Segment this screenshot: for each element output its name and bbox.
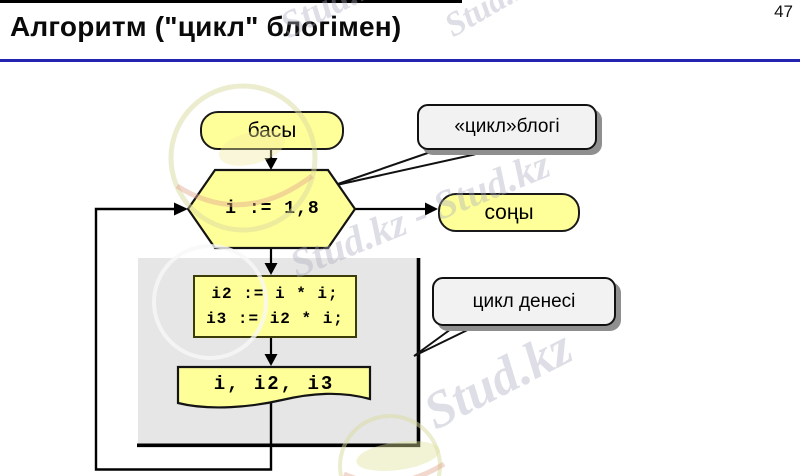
arrowhead-into-loop-left <box>174 202 188 216</box>
page-title: Алгоритм ("цикл" блогімен) <box>10 11 402 42</box>
start-label: басы <box>247 118 297 142</box>
start-terminator: басы <box>200 111 344 150</box>
callout-loop-block-tail <box>331 144 476 187</box>
loop-back-connector <box>94 207 273 471</box>
arrowhead-start-to-loop <box>264 158 278 170</box>
end-terminator: соңы <box>438 193 580 232</box>
arrowhead-loop-to-end <box>425 202 438 216</box>
title-underline <box>0 59 800 62</box>
process-line-2: i3 := i2 * i; <box>206 309 344 328</box>
callout-loop-body-label: цикл денесі <box>472 290 576 312</box>
slide-top-edge-line <box>0 0 462 3</box>
callout-loop-block: «цикл»блогі <box>417 104 597 150</box>
process-line-1: i2 := i * i; <box>211 284 339 303</box>
output-label: i, i2, i3 <box>213 373 335 395</box>
loop-condition-label: i := 1,8 <box>225 199 320 219</box>
process-box: i2 := i * i; i3 := i2 * i; <box>193 275 357 338</box>
output-document-shape <box>176 365 372 409</box>
callout-loop-body-tail <box>413 320 487 357</box>
page-number: 47 <box>774 2 793 21</box>
callout-loop-block-label: «цикл»блогі <box>454 116 560 137</box>
end-label: соңы <box>484 200 534 224</box>
callout-loop-body: цикл денесі <box>432 277 616 326</box>
